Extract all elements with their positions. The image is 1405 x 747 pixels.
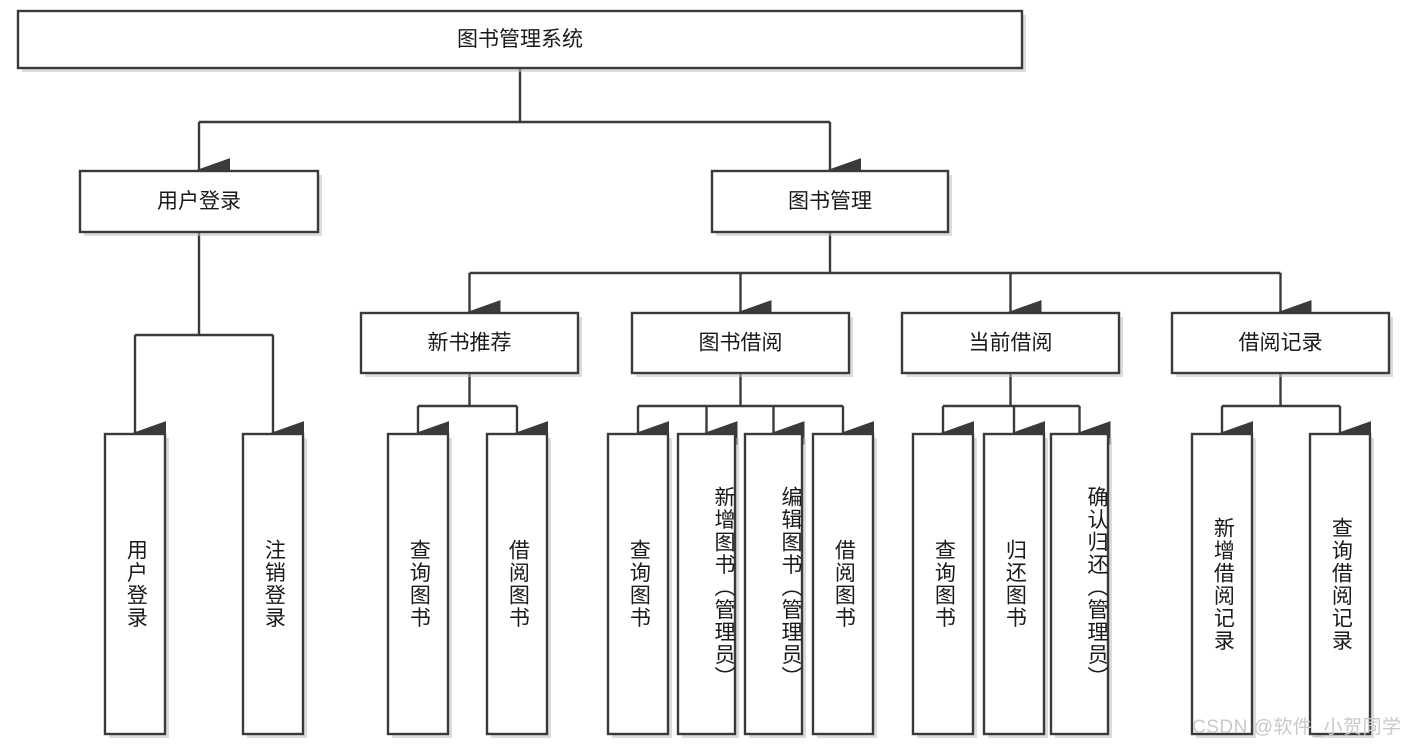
node-current-borrow[interactable] <box>900 311 1121 375</box>
node-label-new-book-rec: 新书推荐 <box>428 332 512 355</box>
node-leaf-borrow-book-bor[interactable] <box>811 432 875 736</box>
node-leaf-user-login[interactable] <box>103 432 167 736</box>
node-leaf-query-book-rec[interactable] <box>386 432 450 736</box>
node-label-user-login: 用户登录 <box>157 190 241 213</box>
node-root[interactable] <box>16 9 1024 70</box>
node-label-book-borrow: 图书借阅 <box>699 332 783 355</box>
node-leaf-query-record[interactable] <box>1308 432 1372 736</box>
node-label-root: 图书管理系统 <box>457 28 583 51</box>
csdn-watermark: CSDN @软件_小贺同学 <box>1192 717 1402 738</box>
node-book-borrow[interactable] <box>630 311 851 375</box>
node-leaf-add-record[interactable] <box>1190 432 1254 736</box>
node-borrow-record[interactable] <box>1170 311 1391 375</box>
node-new-book-rec[interactable] <box>359 311 580 375</box>
node-leaf-add-book[interactable] <box>676 432 737 736</box>
node-book-manage[interactable] <box>710 169 950 234</box>
node-leaf-edit-book[interactable] <box>743 432 804 736</box>
node-label-current-borrow: 当前借阅 <box>969 332 1053 355</box>
node-leaf-borrow-book-rec[interactable] <box>485 432 549 736</box>
box-layer <box>16 9 1391 736</box>
node-leaf-query-book-bor[interactable] <box>606 432 670 736</box>
node-leaf-logout[interactable] <box>241 432 305 736</box>
node-label-borrow-record: 借阅记录 <box>1239 332 1323 355</box>
node-leaf-return-book[interactable] <box>982 432 1046 736</box>
connector-layer <box>132 68 1372 445</box>
node-leaf-query-book-cur[interactable] <box>911 432 975 736</box>
node-leaf-confirm-return[interactable] <box>1049 432 1110 736</box>
node-label-book-manage: 图书管理 <box>788 190 872 213</box>
node-user-login[interactable] <box>78 169 320 234</box>
